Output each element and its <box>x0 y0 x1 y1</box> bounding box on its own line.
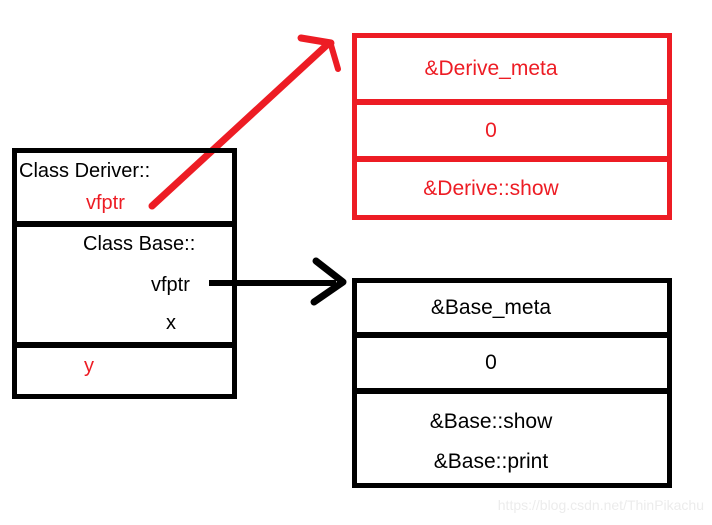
divider <box>17 342 232 348</box>
derive-vtable-row: &Derive_meta <box>357 38 667 99</box>
base-vtable-box: &Base_meta 0 &Base::show &Base::print <box>352 278 672 488</box>
derive-meta-label: &Derive_meta <box>424 56 558 80</box>
derive-show-label: &Derive::show <box>423 176 559 200</box>
derive-zero-label: 0 <box>485 118 497 142</box>
base-vtable-row: &Base_meta <box>357 283 667 332</box>
derive-vfptr-label: vfptr <box>86 192 125 214</box>
derive-vtable-row: 0 <box>357 105 667 156</box>
divider <box>357 332 667 338</box>
base-vfptr-label: vfptr <box>151 274 190 296</box>
base-show-label: &Base::show <box>429 409 553 433</box>
base-vtable-row: 0 <box>357 338 667 388</box>
derive-class-label: Class Deriver:: <box>19 160 151 182</box>
object-memory-box: Class Deriver:: vfptr Class Base:: vfptr… <box>12 148 237 399</box>
derive-vtable-box: &Derive_meta 0 &Derive::show <box>352 33 672 220</box>
base-x-member-label: x <box>166 312 176 334</box>
base-vtable-row: &Base::show &Base::print <box>357 394 667 483</box>
base-zero-label: 0 <box>485 351 497 374</box>
divider <box>17 221 232 227</box>
base-class-label: Class Base:: <box>83 233 196 255</box>
base-meta-label: &Base_meta <box>430 295 552 319</box>
divider <box>357 99 667 105</box>
derive-vtable-row: &Derive::show <box>357 162 667 215</box>
divider <box>357 156 667 162</box>
base-print-label: &Base::print <box>433 449 549 473</box>
watermark-url: https://blog.csdn.net/ThinPikachu <box>497 497 704 513</box>
divider <box>357 388 667 394</box>
derive-y-member-label: y <box>84 355 94 377</box>
